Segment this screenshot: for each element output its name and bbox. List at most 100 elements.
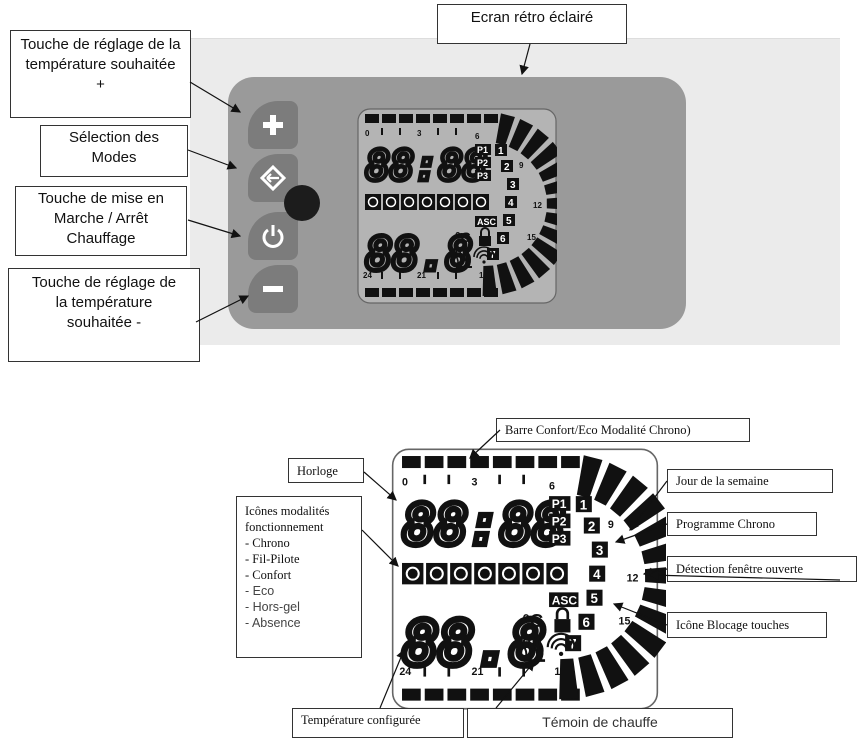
day-number: 6 [500,234,506,245]
mode-item: - Hors-gel [245,600,300,614]
day-box [495,144,507,156]
day-box [591,541,608,558]
chrono-wedge [595,646,629,690]
comfort-segment [492,688,512,701]
chrono-wedge [544,212,557,226]
comfort-segment [561,456,580,469]
lock-icon [479,236,491,246]
heating-icon [533,637,539,660]
comfort-segment [538,688,558,701]
hour-tick [381,272,383,279]
mode-item: - Absence [245,616,301,630]
heating-icon [538,637,544,660]
comfort-segment [416,288,430,297]
day-number: 6 [582,615,589,630]
lock-icon [554,619,571,633]
day-box [503,214,515,226]
hour-tick-label: 6 [475,132,480,141]
hour-tick-label: 9 [519,161,524,170]
program-box [475,144,491,155]
mode-item: - Eco [245,584,275,598]
comfort-segment [433,114,447,123]
program-box [549,530,571,546]
power-button[interactable] [248,212,298,260]
day-box [586,589,603,606]
asc-label: ASC [477,217,497,227]
heating-icon [463,249,467,267]
day-number: 3 [596,543,603,558]
hour-tick [455,272,457,279]
chrono-wedge [641,587,666,608]
clock-icon [405,566,420,581]
chrono-wedge [508,119,534,152]
lock-icon [555,607,570,620]
comfort-segment [447,688,467,701]
comfort-segment [470,688,489,701]
label-mode-select: Sélection des Modes [40,125,188,177]
heating-icon [459,249,463,267]
comfort-segment [467,114,481,123]
label-comfort-bar: Barre Confort/Eco Modalité Chrono) [496,418,750,442]
label-modes-box: Icônes modalités fonctionnement - Chrono… [236,496,362,658]
program-label: P2 [552,515,567,529]
hour-tick [399,128,401,135]
lock-icon [480,227,490,236]
chrono-wedge [520,128,549,160]
minus-button[interactable] [248,265,298,313]
sun-icon [450,562,472,585]
day-box [505,196,517,208]
program-box [549,496,571,511]
hour-tick-label: 3 [417,129,422,138]
umbrella-icon [522,562,544,585]
label-clock: Horloge [288,458,364,483]
comfort-segment [492,456,512,469]
asc-box [549,592,579,608]
wifi-icon [479,254,489,259]
celsius-unit: °C [522,610,543,631]
umbrella-icon [455,194,471,210]
label-window: Détection fenêtre ouverte [667,556,857,582]
chrono-wedge [544,181,557,195]
umbrella-icon [457,196,469,208]
day-number: 1 [580,497,588,512]
hour-tick [399,272,401,279]
power-icon [262,225,284,248]
clock-icon [365,194,381,210]
chrono-wedge [539,225,557,244]
comfort-segment [515,688,535,701]
asc-label: ASC [552,593,578,607]
mode-item: - Confort [245,568,292,582]
hour-tick [423,667,427,677]
clock-digits: 88:88 [402,493,564,558]
window-icon [550,566,565,581]
snowflake-icon [501,566,516,581]
chrono-wedge [578,654,605,698]
chrono-wedge [496,262,517,295]
program-label: P2 [477,158,488,168]
day-box [501,160,513,172]
house-icon [385,196,397,208]
comfort-segment [450,114,464,123]
hour-tick-label: 0 [365,129,370,138]
chrono-wedge [546,197,557,210]
hour-tick-label: 15 [527,233,536,242]
chrono-wedge [559,658,579,700]
program-box [475,157,491,168]
wifi-icon [476,250,492,259]
day-box [589,565,606,582]
day-number: 5 [506,216,512,227]
hour-tick-label: 21 [472,666,484,678]
hour-tick [498,474,501,485]
sun-icon [453,566,468,581]
program-box [549,513,571,529]
chrono-wedge [576,455,603,498]
comfort-segment [365,114,379,123]
clock-digits: 88:88 [365,141,486,190]
plus-button[interactable] [248,101,298,149]
modes-title: Icônes modalités fonctionnement [245,504,330,534]
house-icon [429,566,444,581]
day-number: 2 [588,519,595,534]
umbrella-icon [526,566,541,581]
hour-tick-label: 24 [399,666,411,678]
hour-tick [455,128,457,135]
